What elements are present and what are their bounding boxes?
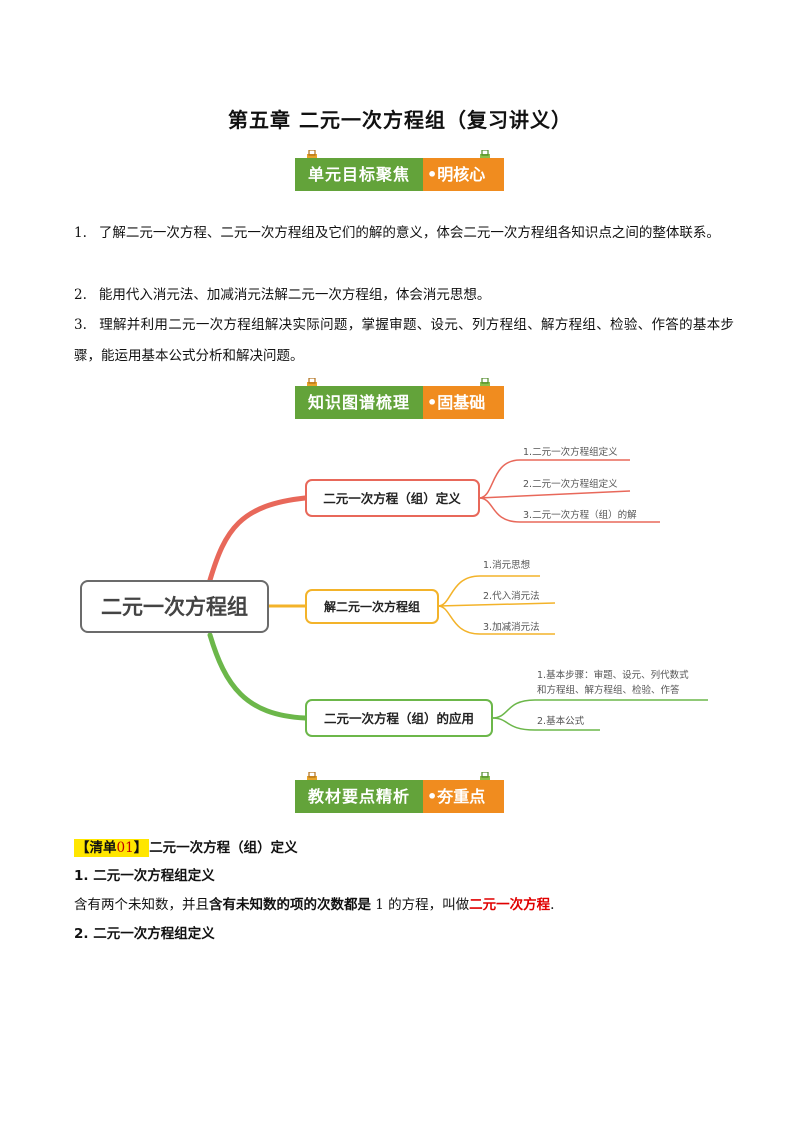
mindmap-branch-label: 二元一次方程（组）定义 bbox=[323, 491, 461, 506]
list-heading-text: 二元一次方程（组）定义 bbox=[149, 840, 298, 856]
mindmap-branch-label: 二元一次方程（组）的应用 bbox=[324, 711, 474, 726]
banner-orange-label: •固基础 bbox=[423, 386, 504, 419]
goal-item-1: 1. 了解二元一次方程、二元一次方程组及它们的解的意义，体会二元一次方程组各知识点… bbox=[74, 218, 734, 249]
goal-item-3: 3.理解并利用二元一次方程组解决实际问题，掌握审题、设元、列方程组、解方程组、检… bbox=[74, 310, 734, 372]
banner-green-label: 教材要点精析 bbox=[295, 780, 423, 813]
banner-green-label: 单元目标聚焦 bbox=[295, 158, 423, 191]
goal-number: 3. bbox=[74, 317, 87, 333]
page-title: 第五章 二元一次方程组（复习讲义） bbox=[228, 108, 572, 132]
mindmap-leaf: 1.二元一次方程组定义 bbox=[523, 446, 618, 458]
mindmap-leaf: 2.二元一次方程组定义 bbox=[523, 478, 618, 490]
banner-unit-goals: 单元目标聚焦 •明核心 bbox=[295, 150, 504, 192]
banner-knowledge-map: 知识图谱梳理 •固基础 bbox=[295, 378, 504, 420]
mindmap-leaf: 2.代入消元法 bbox=[483, 590, 540, 602]
mindmap-leaf: 3.二元一次方程（组）的解 bbox=[523, 509, 637, 521]
goal-text: 理解并利用二元一次方程组解决实际问题，掌握审题、设元、列方程组、解方程组、检验、… bbox=[74, 317, 734, 364]
subheading-2: 2. 二元一次方程组定义 bbox=[74, 926, 215, 942]
mindmap-root bbox=[80, 580, 269, 633]
goal-item-2: 2. 能用代入消元法、加减消元法解二元一次方程组，体会消元思想。 bbox=[74, 280, 734, 311]
mindmap-leaf: 1.基本步骤：审题、设元、列代数式 bbox=[537, 669, 689, 681]
banner-textbook-points: 教材要点精析 •夯重点 bbox=[295, 772, 504, 814]
goal-text: 了解二元一次方程、二元一次方程组及它们的解的意义，体会二元一次方程组各知识点之间… bbox=[98, 225, 720, 241]
mindmap-branch-label: 解二元一次方程组 bbox=[324, 599, 420, 614]
mindmap-root-label: 二元一次方程组 bbox=[101, 595, 248, 619]
mindmap-leaf: 2.基本公式 bbox=[537, 715, 585, 727]
mind-map: 二元一次方程组 二元一次方程（组）定义 1.二元一次方程组定义 2.二元一次方程… bbox=[80, 446, 708, 737]
list-tag: 【清单01】 bbox=[74, 839, 150, 857]
banner-green-label: 知识图谱梳理 bbox=[295, 386, 423, 419]
mindmap-leaf: 和方程组、解方程组、检验、作答 bbox=[537, 684, 680, 696]
subheading-1: 1. 二元一次方程组定义 bbox=[74, 868, 215, 884]
definition-text: 含有两个未知数，并且含有未知数的项的次数都是 1 的方程，叫做二元一次方程. bbox=[74, 897, 555, 913]
mindmap-leaf: 3.加减消元法 bbox=[483, 621, 540, 633]
mindmap-leaf: 1.消元思想 bbox=[483, 559, 531, 571]
banner-orange-label: •夯重点 bbox=[423, 780, 504, 813]
goal-number: 2. bbox=[74, 287, 87, 303]
banner-orange-label: •明核心 bbox=[423, 158, 504, 191]
list-heading: 【清单01】二元一次方程（组）定义 bbox=[74, 836, 298, 857]
goal-number: 1. bbox=[74, 225, 87, 241]
goal-text: 能用代入消元法、加减消元法解二元一次方程组，体会消元思想。 bbox=[98, 287, 491, 303]
